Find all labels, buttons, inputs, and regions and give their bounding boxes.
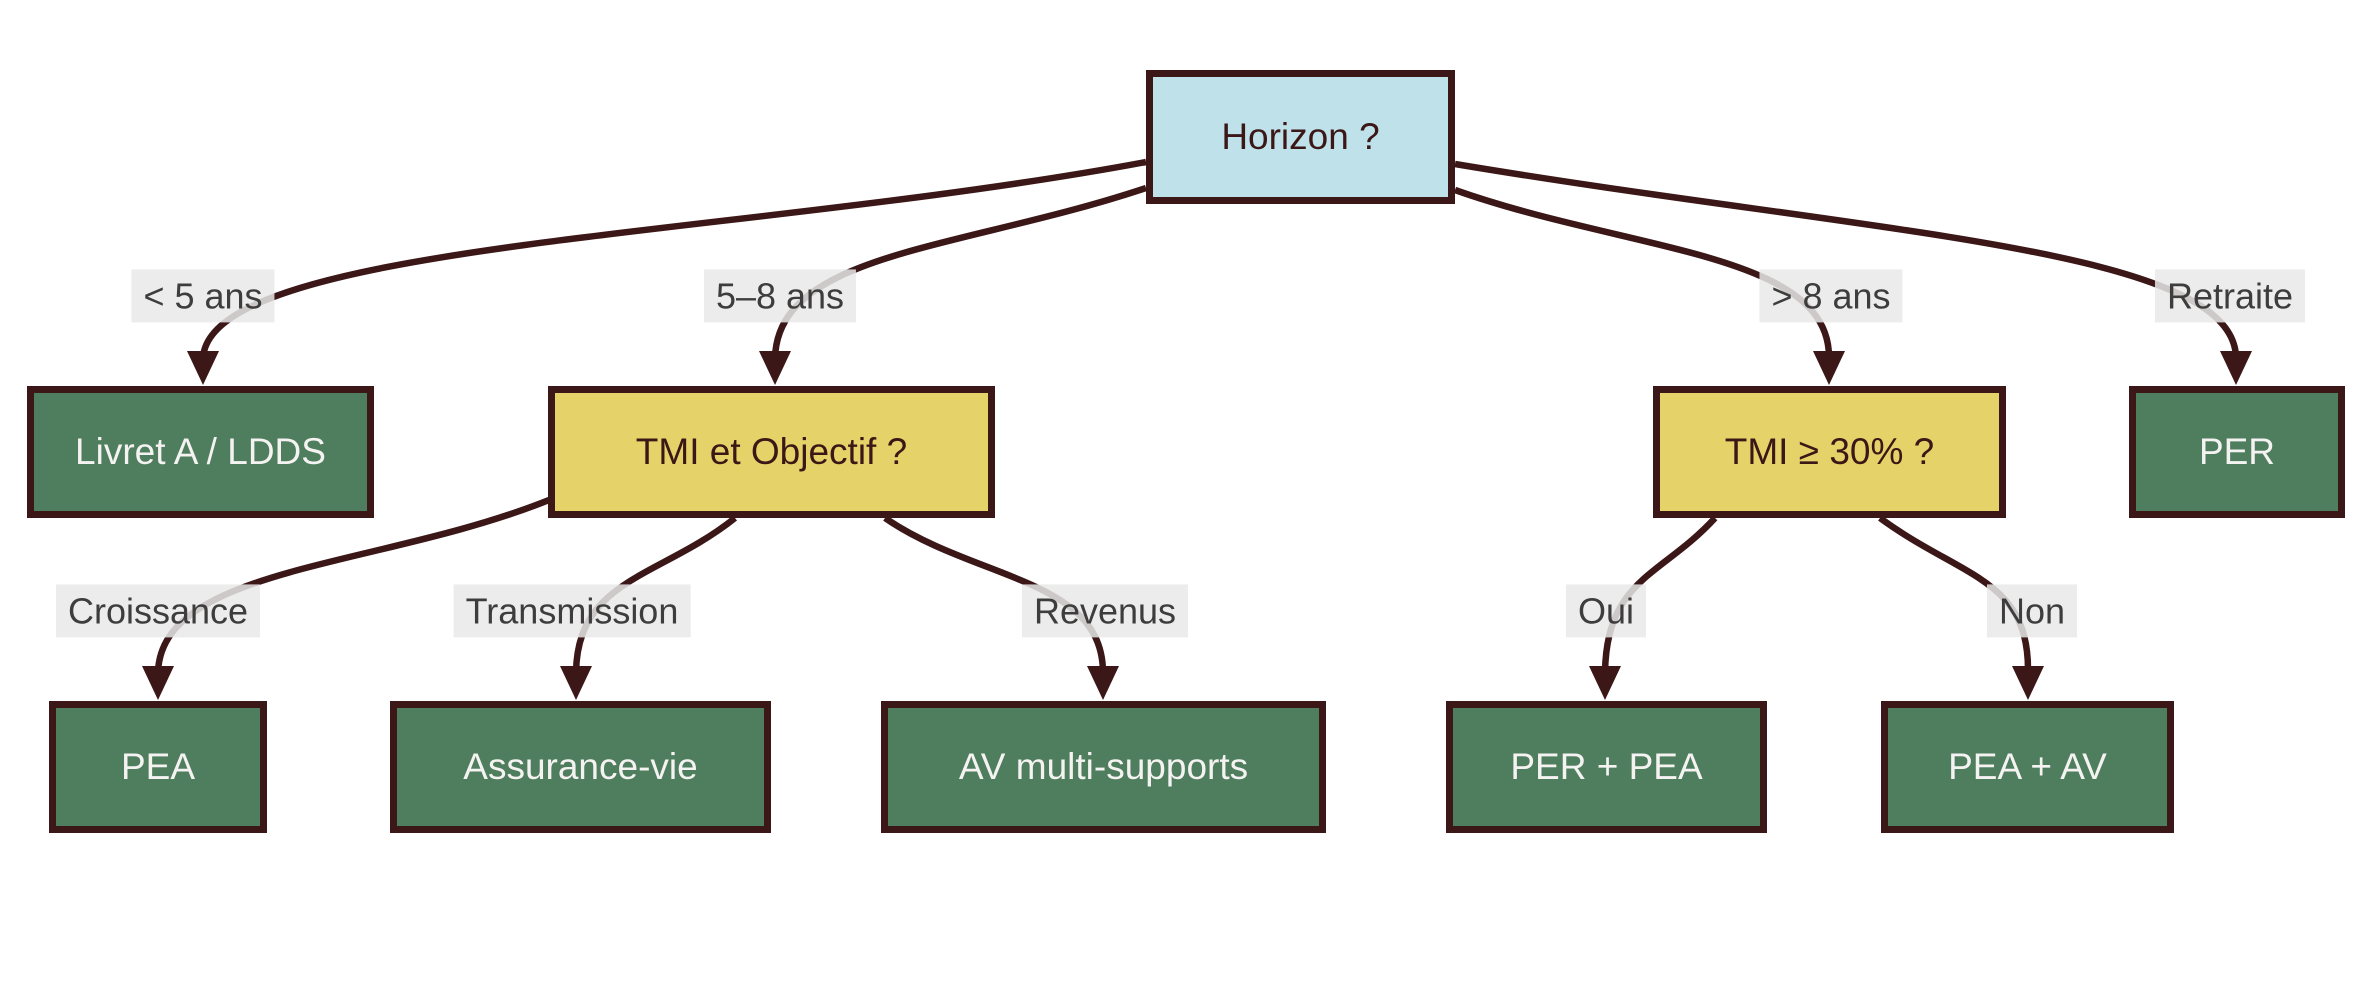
node-av-multi-supports: AV multi-supports xyxy=(881,701,1326,833)
node-tmi-et-objectif: TMI et Objectif ? xyxy=(548,386,995,518)
node-assurance-vie-label: Assurance-vie xyxy=(463,746,698,787)
edge-horizon-per xyxy=(1454,160,2240,359)
edge-label-croissance: Croissance xyxy=(55,584,261,638)
node-livret-a-ldds-label: Livret A / LDDS xyxy=(75,431,326,472)
edge-label-oui: Oui xyxy=(1565,584,1647,638)
node-pea: PEA xyxy=(49,701,267,833)
node-tmi-30: TMI ≥ 30% ? xyxy=(1653,386,2006,518)
arrowhead-pea xyxy=(142,666,174,700)
arrowhead-pea-av xyxy=(2012,666,2044,700)
edge-label-5-8-ans: 5–8 ans xyxy=(703,269,857,323)
edge-label-transmission: Transmission xyxy=(453,584,691,638)
edge-horizon-livret xyxy=(199,158,1147,359)
arrowhead-per-pea xyxy=(1589,666,1621,700)
arrowhead-av-multi xyxy=(1087,666,1119,700)
node-per-pea: PER + PEA xyxy=(1446,701,1767,833)
edge-tmi-objectif-av xyxy=(572,515,738,673)
edge-label-revenus: Revenus xyxy=(1021,584,1189,638)
node-tmi-et-objectif-label: TMI et Objectif ? xyxy=(635,431,908,472)
node-assurance-vie: Assurance-vie xyxy=(390,701,771,833)
node-av-multi-supports-label: AV multi-supports xyxy=(958,746,1249,787)
edge-label-non: Non xyxy=(1986,584,2078,638)
edge-label-plus-8-ans: > 8 ans xyxy=(1759,269,1903,323)
arrowhead-tmi-objectif xyxy=(759,351,791,385)
arrowhead-av xyxy=(560,666,592,700)
node-per: PER xyxy=(2129,386,2345,518)
edge-tmi-30-per-pea xyxy=(1601,515,1718,673)
node-pea-label: PEA xyxy=(120,746,196,787)
node-per-label: PER xyxy=(2198,431,2276,472)
node-pea-av-label: PEA + AV xyxy=(1948,746,2107,787)
node-tmi-30-label: TMI ≥ 30% ? xyxy=(1724,431,1935,472)
node-horizon-label: Horizon ? xyxy=(1221,116,1380,157)
edge-tmi-30-pea-av xyxy=(1878,515,2032,673)
edge-tmi-objectif-av-multi xyxy=(883,515,1107,673)
arrowhead-tmi-30 xyxy=(1813,351,1845,385)
edge-label-moins-5-ans: < 5 ans xyxy=(131,269,275,323)
node-horizon: Horizon ? xyxy=(1146,70,1455,204)
arrowhead-per xyxy=(2220,351,2252,385)
edge-label-retraite: Retraite xyxy=(2154,269,2306,323)
node-livret-a-ldds: Livret A / LDDS xyxy=(27,386,374,518)
node-per-pea-label: PER + PEA xyxy=(1510,746,1703,787)
arrowhead-livret xyxy=(187,351,219,385)
node-pea-av: PEA + AV xyxy=(1881,701,2174,833)
